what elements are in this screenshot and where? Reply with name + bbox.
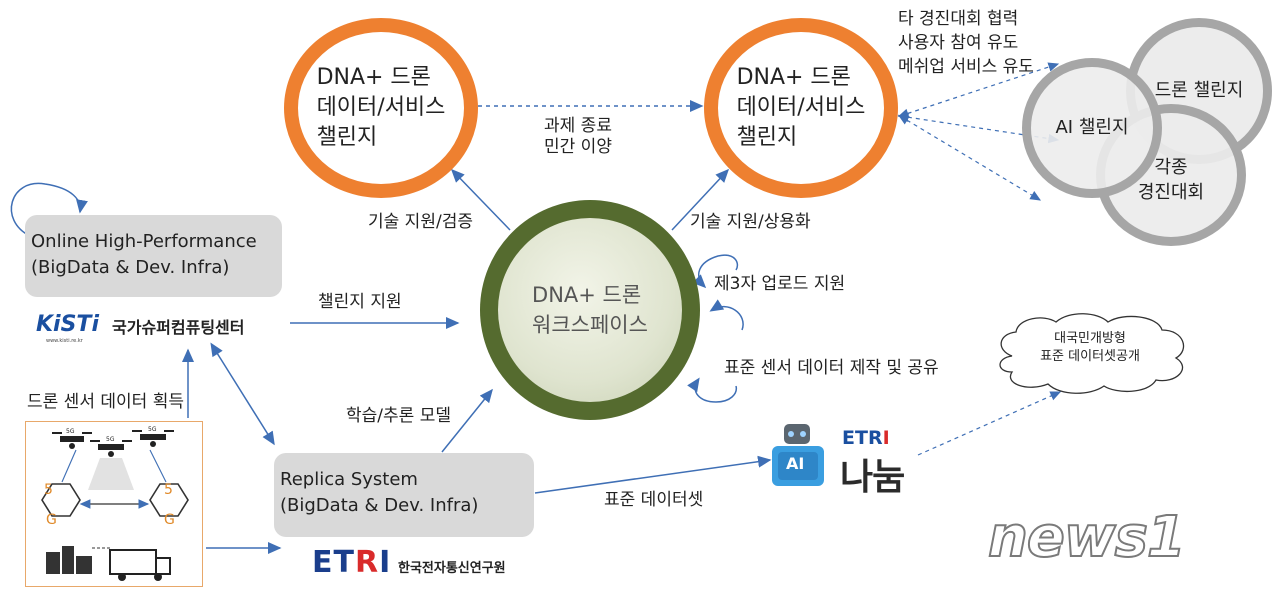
hex-right-5: 5 (164, 482, 173, 498)
challenge-left-line1: DNA+ 드론 (316, 65, 431, 91)
standard-dataset-arrow (534, 455, 772, 494)
drone-icon-2 (90, 440, 132, 457)
hub-line2: 워크스페이스 (532, 313, 648, 337)
cloud-shape (999, 313, 1185, 394)
challenge-right-line3: 챌린지 (736, 124, 798, 150)
replica-box-line2: (BigData & Dev. Infra) (280, 495, 479, 517)
drone-5g-label-2: 5G (106, 436, 115, 443)
etri-name: 한국전자통신연구원 (398, 561, 506, 576)
replica-system-box: Replica System (BigData & Dev. Infra) (274, 453, 534, 537)
third-party-upload-label: 제3자 업로드 지원 (714, 274, 846, 294)
building-icon (46, 546, 92, 574)
hex-right-g: G (164, 512, 175, 528)
online-infra-box: Online High-Performance (BigData & Dev. … (25, 215, 282, 297)
challenge-right-line1: DNA+ 드론 (736, 65, 851, 91)
kisti-replica-arrow (210, 342, 275, 446)
drone-sensor-panel (25, 421, 203, 587)
kisti-logo-word: KiSTi (36, 312, 99, 337)
learning-model-arrow (441, 388, 493, 453)
online-box-line2: (BigData & Dev. Infra) (31, 257, 230, 279)
workspace-hub: DNA+ 드론 워크스페이스 (480, 200, 700, 420)
hexagon-right (149, 483, 189, 517)
other-contests-text: 타 경진대회 협력 사용자 참여 유도 메쉬업 서비스 유도 (898, 8, 1034, 79)
ai-robot-icon (772, 424, 824, 486)
etri-logo-r: R (354, 545, 380, 580)
drone-5g-label-3: 5G (148, 426, 157, 433)
sensor-loop-bottom (687, 377, 738, 403)
drone-5g-label-1: 5G (66, 428, 75, 435)
sensor-loop-top (709, 299, 744, 331)
tech-support-verify-label: 기술 지원/검증 (368, 212, 473, 232)
online-self-loop (10, 182, 88, 237)
venn-ai-challenge: AI 챌린지 (1022, 58, 1162, 198)
cloud-line1: 대국민개방형 (1054, 331, 1126, 346)
challenge-left-line3: 챌린지 (316, 124, 378, 150)
nanum-etri-etr: ETR (842, 427, 883, 449)
etri-logo-i: I (379, 545, 392, 580)
kisti-name: 국가슈퍼컴퓨팅센터 (112, 318, 245, 337)
other-contests-line3: 메쉬업 서비스 유도 (898, 56, 1034, 77)
challenge-left-line2: 데이터/서비스 (316, 95, 446, 121)
nanum-etri-i: I (882, 427, 890, 449)
venn-various-line1: 각종 (1154, 156, 1188, 178)
venn-various-line2: 경진대회 (1137, 182, 1205, 203)
workspace-hub-inner: DNA+ 드론 워크스페이스 (498, 218, 682, 402)
hub-line1: DNA+ 드론 (532, 282, 642, 307)
replica-box-line1: Replica System (280, 469, 418, 490)
open-dataset-cloud-text: 대국민개방형 표준 데이터셋공개 (1000, 330, 1180, 365)
news1-watermark: news1 (987, 504, 1187, 571)
venn-various-text: 각종 경진대회 (1138, 145, 1204, 205)
hex-left-g: G (46, 512, 57, 528)
std-sensor-data-label: 표준 센서 데이터 제작 및 공유 (724, 358, 939, 378)
drone-sensor-acquire-label: 드론 센서 데이터 획득 (27, 392, 184, 412)
learning-model-label: 학습/추론 모델 (346, 406, 451, 426)
hub-to-right-challenge-arrow (671, 168, 730, 231)
cloud-line2: 표준 데이터셋공개 (1040, 348, 1140, 364)
other-contests-line2: 사용자 참여 유도 (898, 32, 1019, 53)
contest-arrow-3 (897, 114, 1042, 201)
nanum-etri-logo: ETRI (842, 427, 890, 449)
challenge-right-line2: 데이터/서비스 (736, 95, 866, 121)
drone-icon-1 (52, 432, 92, 449)
etri-logo-et: ET (312, 545, 355, 580)
nanum-text: 나눔 (840, 457, 905, 498)
ai-robot-text: AI (786, 454, 805, 473)
transfer-line1: 과제 종료 (544, 116, 612, 136)
hub-to-left-challenge-arrow (450, 168, 511, 231)
truck-icon (109, 549, 171, 581)
open-dataset-arrow (917, 391, 1062, 456)
venn-drone-label: 드론 챌린지 (1154, 80, 1244, 102)
contest-arrow-1 (897, 62, 1060, 118)
hex-left-5: 5 (44, 482, 53, 498)
other-contests-line1: 타 경진대회 협력 (898, 9, 1019, 29)
challenge-circle-right: DNA+ 드론 데이터/서비스 챌린지 (704, 18, 898, 198)
kisti-logo: KiSTi www.kisti.re.kr (36, 312, 99, 344)
kisti-logo-url: www.kisti.re.kr (46, 338, 83, 344)
standard-dataset-label: 표준 데이터셋 (604, 490, 704, 510)
tech-support-commercial-label: 기술 지원/상용화 (690, 212, 811, 232)
challenge-circle-left: DNA+ 드론 데이터/서비스 챌린지 (284, 18, 478, 198)
etri-logo: ETRI (312, 545, 391, 580)
online-box-line1: Online High-Performance (31, 231, 257, 252)
drone-icon-3 (132, 430, 174, 447)
venn-ai-label: AI 챌린지 (1055, 117, 1129, 139)
upload-loop (692, 254, 739, 289)
challenge-support-label: 챌린지 지원 (318, 292, 402, 312)
transfer-line2: 민간 이양 (544, 137, 612, 158)
transfer-label: 과제 종료 민간 이양 (544, 116, 612, 159)
